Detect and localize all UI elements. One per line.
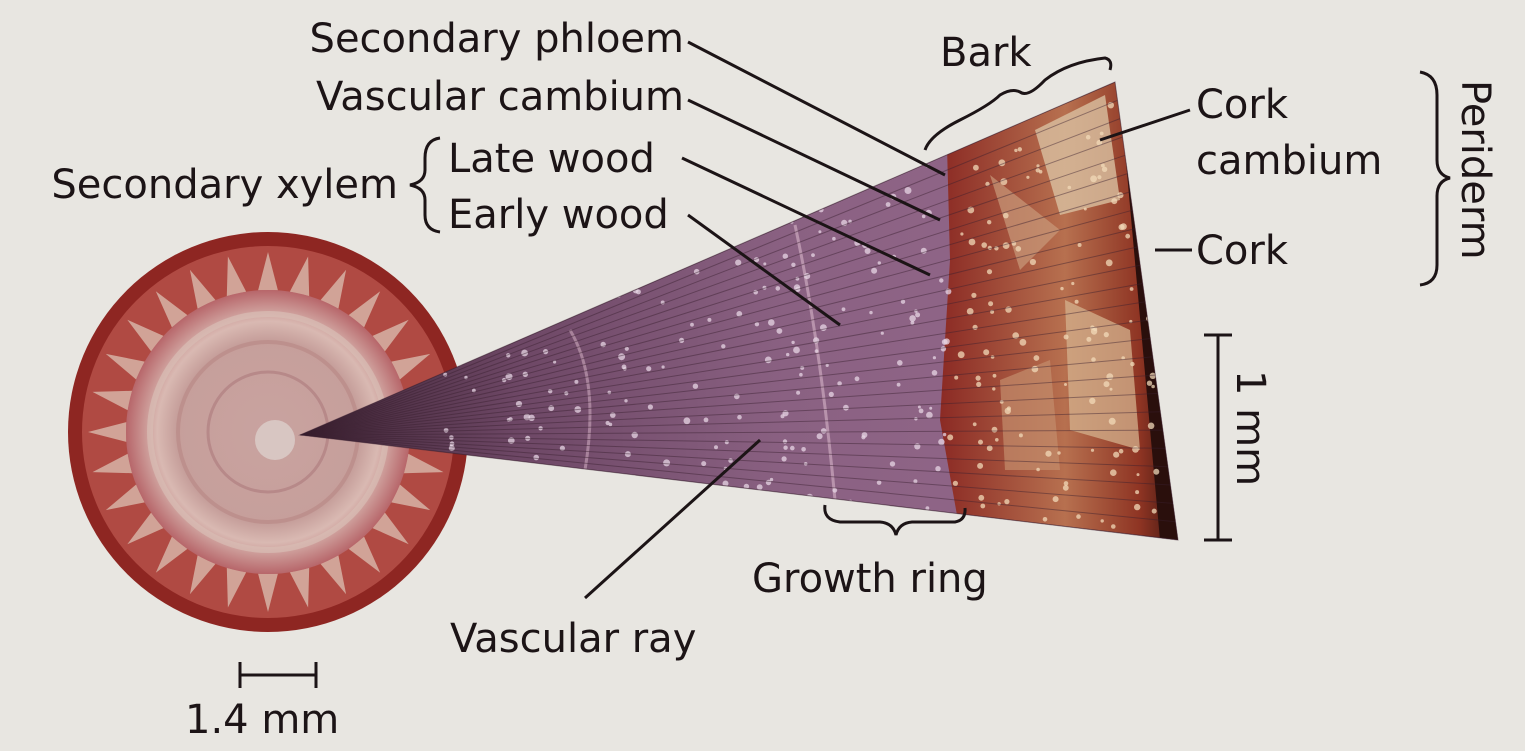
cork-cambium-label-line1: Cork bbox=[1196, 82, 1289, 128]
bark-brace bbox=[923, 56, 1113, 151]
periderm-label: Periderm bbox=[1452, 80, 1498, 260]
growth-ring-brace bbox=[823, 504, 967, 536]
vascular-cambium-leader bbox=[687, 98, 941, 222]
growth-ring-boundary bbox=[568, 329, 592, 471]
bark-label: Bark bbox=[940, 30, 1032, 76]
leader-lines bbox=[583, 40, 1192, 600]
vascular-ray-leader bbox=[583, 438, 762, 600]
vascular-ray-label: Vascular ray bbox=[450, 616, 696, 662]
late-wood-label: Late wood bbox=[448, 136, 655, 182]
small-scale-label: 1.4 mm bbox=[185, 697, 339, 743]
large-scale-label: 1 mm bbox=[1227, 370, 1273, 486]
late-wood-leader bbox=[681, 156, 931, 277]
early-wood-leader bbox=[687, 213, 841, 327]
vascular-cambium-label: Vascular cambium bbox=[316, 74, 684, 120]
secondary-phloem-leader bbox=[687, 40, 946, 177]
small-scale-bar bbox=[238, 662, 318, 688]
large-scale-bar bbox=[1204, 333, 1232, 542]
cork-cambium-leader bbox=[1099, 108, 1191, 142]
secondary-xylem-brace bbox=[409, 136, 441, 234]
periderm-brace bbox=[1419, 70, 1451, 287]
bark-ray-pattern bbox=[88, 252, 448, 612]
cork-cambium-label-line2: cambium bbox=[1196, 138, 1382, 184]
growth-ring-label: Growth ring bbox=[752, 556, 988, 602]
cork-label: Cork bbox=[1196, 228, 1289, 274]
secondary-phloem-label: Secondary phloem bbox=[310, 16, 684, 62]
early-wood-label: Early wood bbox=[448, 192, 669, 238]
secondary-xylem-label: Secondary xylem bbox=[51, 162, 398, 208]
pith bbox=[255, 420, 295, 460]
